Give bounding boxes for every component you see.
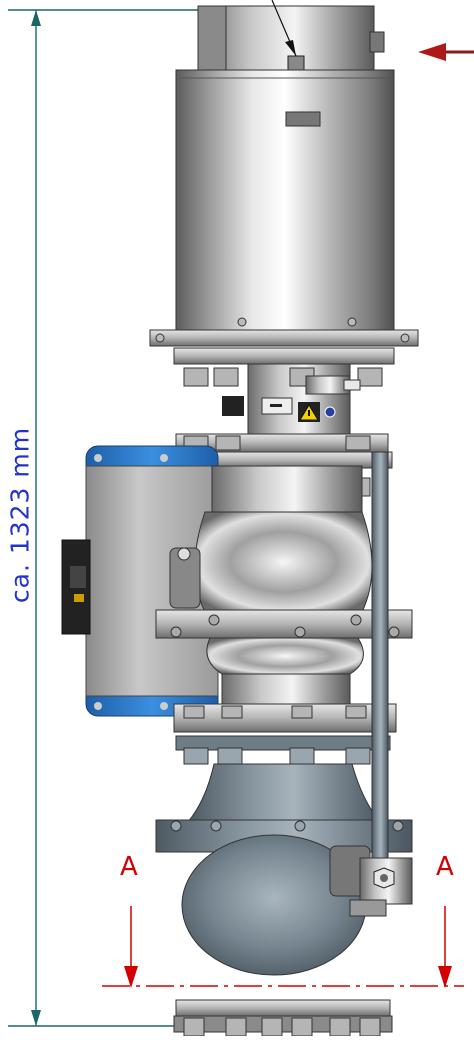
bottom-flange	[173, 999, 393, 1037]
overall-height-text: ca. 1323 mm	[5, 426, 35, 604]
indicator-rod	[329, 451, 413, 917]
lower-valve-body	[173, 637, 397, 733]
section-label-left: A	[120, 852, 138, 882]
ball-valve	[155, 735, 413, 976]
pneumatic-cylinder	[149, 69, 419, 347]
upper-valve-body	[169, 465, 373, 613]
section-line-aa	[102, 906, 464, 988]
middle-flange	[155, 609, 413, 639]
rotary-actuator	[61, 445, 219, 717]
height-dimension-line	[8, 9, 205, 1027]
section-label-right: A	[436, 852, 454, 882]
control-head	[197, 0, 385, 73]
lantern-housing	[173, 347, 395, 437]
overall-height-label: ca. 1323 mm	[0, 420, 40, 610]
arrow-left-icon	[418, 43, 474, 61]
warning-triangle-icon	[298, 402, 336, 422]
